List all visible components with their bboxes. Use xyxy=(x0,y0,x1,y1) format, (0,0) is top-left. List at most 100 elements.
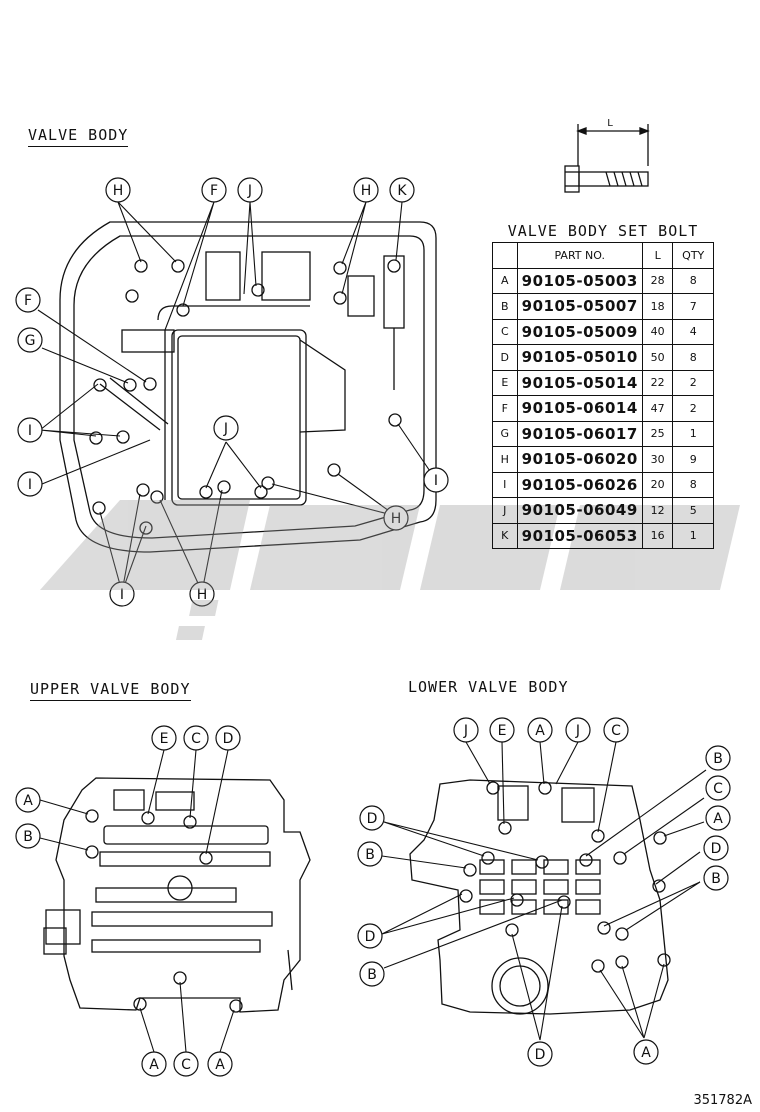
valve-body-callouts: H F J H K F G I I J I H I H xyxy=(15,177,449,607)
callout-lower-a2: A xyxy=(705,805,731,831)
callout-valve-body-h4: H xyxy=(189,581,215,607)
row-part-no: 90105-06014 xyxy=(516,395,643,422)
svg-text:J: J xyxy=(247,183,252,199)
svg-text:H: H xyxy=(113,183,124,199)
callout-lower-c1: C xyxy=(603,717,629,743)
svg-text:D: D xyxy=(535,1047,546,1063)
bolt-length-icon xyxy=(564,124,650,193)
callout-valve-body-j2: J xyxy=(213,415,239,441)
row-qty: 8 xyxy=(672,267,714,294)
callout-valve-body-j1: J xyxy=(237,177,263,203)
callout-upper-a3: A xyxy=(207,1051,233,1077)
callout-lower-a1: A xyxy=(527,717,553,743)
svg-text:J: J xyxy=(463,723,468,739)
svg-text:D: D xyxy=(367,811,378,827)
callout-upper-c1: C xyxy=(183,725,209,751)
callout-upper-e: E xyxy=(151,725,177,751)
svg-text:E: E xyxy=(498,723,507,739)
row-length: 47 xyxy=(641,395,674,422)
svg-text:B: B xyxy=(367,967,377,983)
row-length: 28 xyxy=(641,267,674,294)
header-part-no: PART NO. xyxy=(516,242,643,269)
callout-lower-j2: J xyxy=(565,717,591,743)
bolt-length-label: L xyxy=(607,118,613,129)
callout-valve-body-f1: F xyxy=(201,177,227,203)
row-qty: 5 xyxy=(672,497,714,524)
callout-valve-body-i4: I xyxy=(109,581,135,607)
lower-valve-body-drawing xyxy=(409,779,671,1015)
svg-text:J: J xyxy=(223,421,228,437)
callout-lower-b4: B xyxy=(359,961,385,987)
row-part-no: 90105-06049 xyxy=(516,497,643,524)
svg-text:C: C xyxy=(611,723,621,739)
row-length: 40 xyxy=(641,318,674,345)
row-qty: 2 xyxy=(672,395,714,422)
callout-valve-body-h3: H xyxy=(383,505,409,531)
svg-text:B: B xyxy=(365,847,375,863)
callout-lower-e: E xyxy=(489,717,515,743)
lower-valve-body-title: LOWER VALVE BODY xyxy=(408,678,569,696)
callout-lower-d1: D xyxy=(359,805,385,831)
row-key: B xyxy=(492,293,518,320)
callout-lower-a3: A xyxy=(633,1039,659,1065)
callout-lower-c2: C xyxy=(705,775,731,801)
svg-text:D: D xyxy=(711,841,722,857)
row-key: C xyxy=(492,318,518,345)
row-length: 18 xyxy=(641,293,674,320)
row-length: 20 xyxy=(641,471,674,498)
svg-text:C: C xyxy=(191,731,201,747)
svg-text:H: H xyxy=(391,511,402,527)
svg-text:K: K xyxy=(397,183,407,199)
svg-text:B: B xyxy=(23,829,33,845)
row-length: 12 xyxy=(641,497,674,524)
row-qty: 1 xyxy=(672,522,714,549)
callout-upper-d: D xyxy=(215,725,241,751)
row-key: G xyxy=(492,420,518,447)
svg-text:I: I xyxy=(28,423,32,439)
callout-upper-a2: A xyxy=(141,1051,167,1077)
svg-text:D: D xyxy=(223,731,234,747)
row-key: E xyxy=(492,369,518,396)
upper-valve-body-callouts: E C D A B A C A xyxy=(15,725,241,1077)
callout-upper-b: B xyxy=(15,823,41,849)
bolt-table-header-row: PART NO. L QTY xyxy=(492,242,714,269)
row-qty: 8 xyxy=(672,344,714,371)
header-length: L xyxy=(641,242,674,269)
svg-text:E: E xyxy=(160,731,169,747)
callout-upper-c2: C xyxy=(173,1051,199,1077)
row-part-no: 90105-06053 xyxy=(516,522,643,549)
row-part-no: 90105-06020 xyxy=(516,446,643,473)
callout-valve-body-k: K xyxy=(389,177,415,203)
svg-text:B: B xyxy=(713,751,723,767)
row-length: 30 xyxy=(641,446,674,473)
callout-lower-b3: B xyxy=(703,865,729,891)
valve-body-title: VALVE BODY xyxy=(28,126,129,147)
svg-text:A: A xyxy=(149,1057,159,1073)
callout-lower-j1: J xyxy=(453,717,479,743)
row-length: 25 xyxy=(641,420,674,447)
svg-text:B: B xyxy=(711,871,721,887)
callout-lower-b2: B xyxy=(705,745,731,771)
row-part-no: 90105-05014 xyxy=(516,369,643,396)
svg-text:G: G xyxy=(25,333,36,349)
row-length: 22 xyxy=(641,369,674,396)
row-key: H xyxy=(492,446,518,473)
callout-valve-body-h2: H xyxy=(353,177,379,203)
svg-text:I: I xyxy=(120,587,124,603)
row-part-no: 90105-06017 xyxy=(516,420,643,447)
svg-text:I: I xyxy=(434,473,438,489)
callout-valve-body-f2: F xyxy=(15,287,41,313)
svg-text:H: H xyxy=(197,587,208,603)
row-qty: 4 xyxy=(672,318,714,345)
